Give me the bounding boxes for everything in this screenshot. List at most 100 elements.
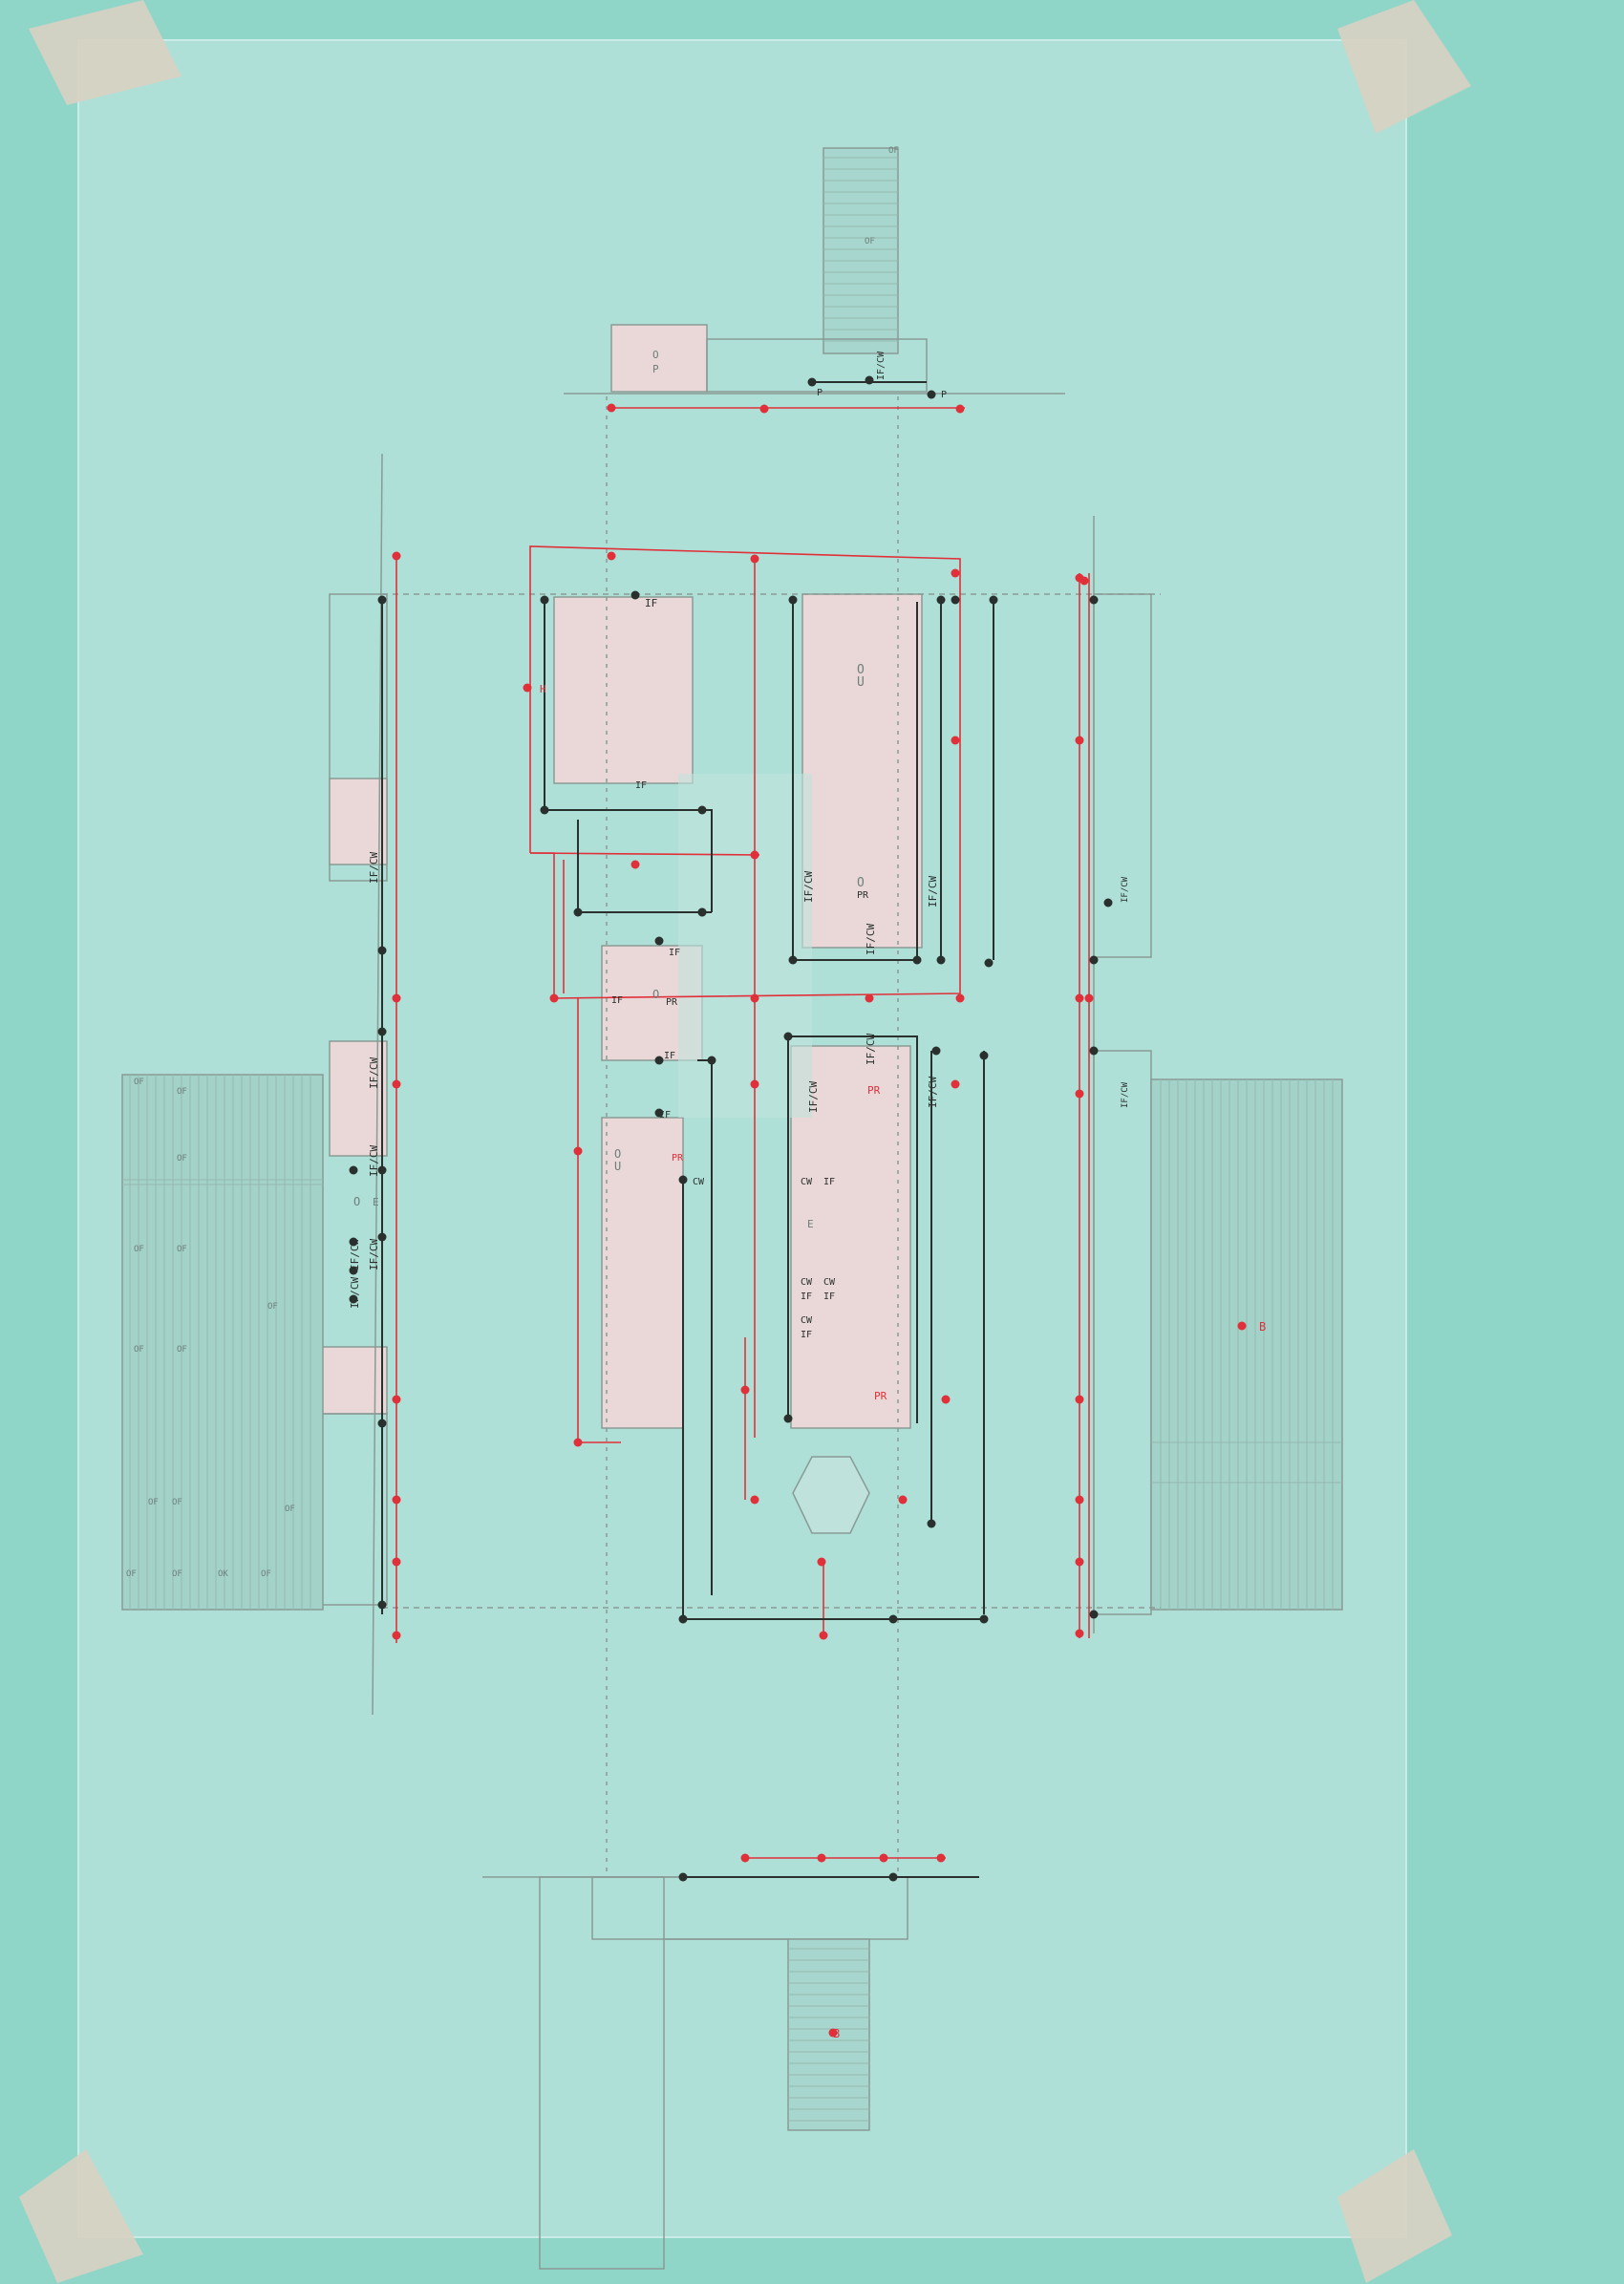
black-node: [678, 1614, 688, 1624]
label-if-c1: IF: [669, 948, 680, 958]
black-node: [697, 907, 707, 917]
label-if-c3: IF: [664, 1051, 675, 1061]
black-node: [1103, 898, 1113, 907]
label-ifcw-top: IF/CW: [876, 351, 887, 380]
red-node: [1075, 1629, 1084, 1638]
red-node: [607, 551, 616, 561]
hatching-left-block: [122, 1075, 323, 1610]
label-of-l13: OF: [172, 1569, 182, 1579]
label-of-l4: OF: [134, 1245, 144, 1254]
label-of-l11: OF: [285, 1505, 295, 1514]
red-node: [392, 993, 401, 1003]
masking-tape-top-left: [29, 0, 182, 105]
black-node: [865, 375, 874, 385]
hatching-top-tower: [823, 157, 898, 342]
label-ifcw-right2: IF/CW: [1121, 1081, 1130, 1108]
red-node: [740, 1385, 750, 1395]
red-node: [750, 993, 759, 1003]
black-node: [678, 1175, 688, 1185]
label-o-c: O: [652, 988, 659, 1001]
black-node: [936, 955, 946, 965]
black-node: [979, 1051, 989, 1060]
label-of-l8: OF: [177, 1345, 187, 1355]
label-of-l9: OF: [148, 1498, 159, 1507]
black-node: [783, 1414, 793, 1423]
masking-tape-bottom-left: [19, 2149, 143, 2283]
label-of-l14: OF: [261, 1569, 271, 1579]
red-node: [392, 1395, 401, 1404]
black-node: [540, 805, 549, 815]
red-node: [1237, 1321, 1247, 1331]
label-u-d: U: [614, 1160, 621, 1173]
label-o-block1: O: [857, 663, 865, 677]
red-node: [1075, 993, 1084, 1003]
red-node: [865, 993, 874, 1003]
black-circuit-lines: [381, 381, 994, 1878]
hatching-right-block: [1151, 1079, 1342, 1610]
black-node: [927, 1519, 936, 1528]
red-node: [740, 1853, 750, 1863]
red-node: [750, 1495, 759, 1505]
red-node: [759, 404, 769, 414]
black-node: [927, 390, 936, 399]
red-node: [1075, 1557, 1084, 1567]
black-node: [377, 595, 387, 605]
red-node: [951, 736, 960, 745]
red-node: [392, 1631, 401, 1640]
label-pr-d: PR: [672, 1153, 684, 1163]
label-h: H: [540, 683, 546, 695]
black-node: [888, 1872, 898, 1882]
label-cw-e2: CW: [801, 1277, 813, 1288]
label-ifcw-e2: IF/CW: [865, 1034, 877, 1065]
black-node: [540, 595, 549, 605]
red-node: [523, 683, 532, 693]
red-node: [549, 993, 559, 1003]
red-node: [955, 993, 965, 1003]
red-node: [1075, 736, 1084, 745]
red-node: [951, 1079, 960, 1089]
label-ifcw-block1-mid: IF/CW: [865, 924, 877, 955]
red-node: [392, 1079, 401, 1089]
red-node-markers: [392, 403, 1247, 2038]
black-node: [377, 1027, 387, 1036]
label-cw-e1: CW: [801, 1177, 813, 1187]
red-circuit-lines: [395, 407, 1090, 1859]
red-node: [1075, 1089, 1084, 1099]
black-node: [807, 377, 817, 387]
black-node: [912, 955, 922, 965]
black-node: [1089, 1046, 1099, 1056]
label-of-top-2: OF: [865, 237, 875, 246]
red-node: [573, 1146, 583, 1156]
label-cw-d: CW: [693, 1177, 705, 1187]
red-node: [817, 1853, 826, 1863]
label-of-l6: OF: [267, 1302, 278, 1312]
label-if-block-a2: IF: [635, 780, 647, 791]
red-node: [936, 1853, 946, 1863]
label-ifcw-e1: IF/CW: [807, 1081, 820, 1113]
black-node: [788, 955, 798, 965]
label-if-c2: IF: [611, 995, 623, 1006]
label-cw-e4: CW: [801, 1315, 813, 1326]
black-node: [1089, 1610, 1099, 1619]
black-node: [788, 595, 798, 605]
black-node: [936, 595, 946, 605]
label-ifcw-block1-right: IF/CW: [927, 876, 939, 907]
black-node: [979, 1614, 989, 1624]
red-node: [1075, 1395, 1084, 1404]
label-if-block-a: IF: [645, 597, 657, 609]
label-ifcw-left5: IF/CW: [368, 1239, 380, 1270]
red-node: [1084, 993, 1094, 1003]
label-ifcw-left6: IF/CW: [349, 1277, 361, 1309]
label-of-l7: OF: [134, 1345, 144, 1355]
red-node: [941, 1395, 951, 1404]
label-if-d: IF: [659, 1110, 671, 1121]
label-of-l10: OF: [172, 1498, 182, 1507]
black-node: [1089, 595, 1099, 605]
label-of-l12: OF: [126, 1569, 137, 1579]
label-o-top: O: [652, 349, 659, 361]
black-node: [654, 1108, 664, 1118]
label-ifcw-left3: IF/CW: [368, 1145, 380, 1177]
label-of-l1: OF: [134, 1078, 144, 1087]
label-e-left: E: [373, 1196, 379, 1208]
